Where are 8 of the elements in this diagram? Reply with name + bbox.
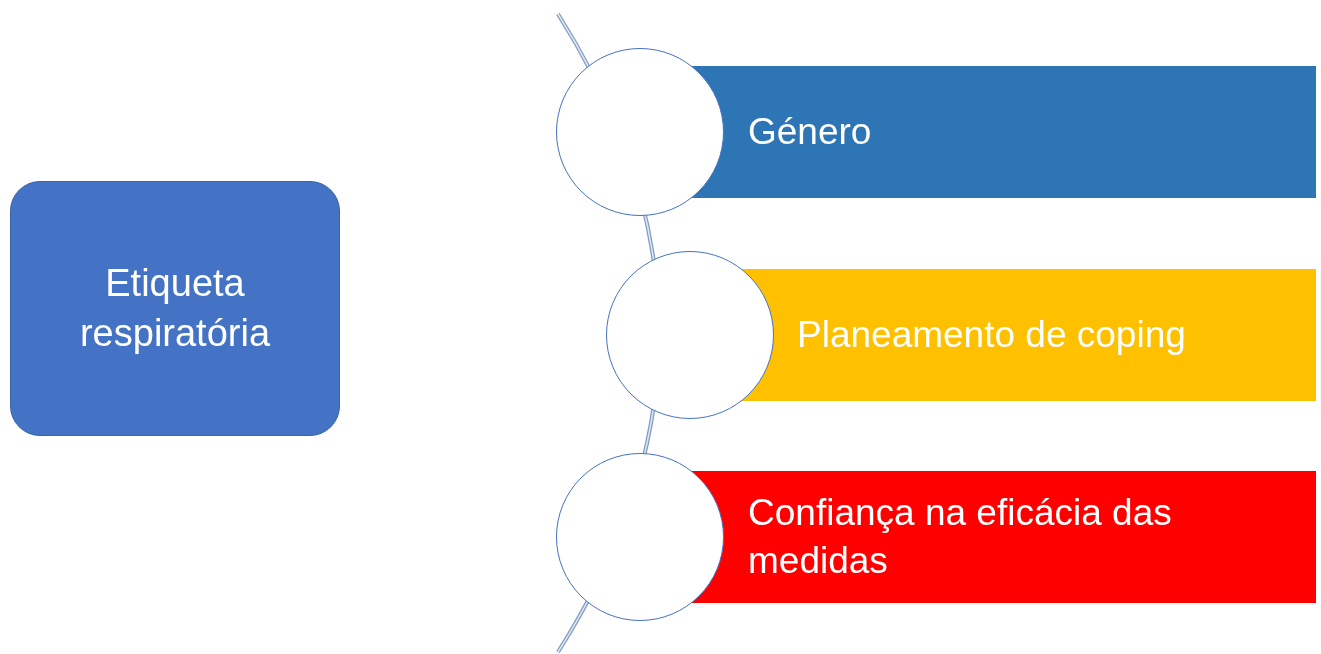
bar-label: Género [748,109,872,154]
bar [690,471,1316,603]
rounded-box [10,181,340,436]
box-label: Etiqueta respiratória [78,261,272,356]
bar-label: Confiança na eficácia das medidas [748,490,1173,583]
bar [740,269,1316,401]
bar [690,66,1316,198]
bar-label: Planeamento de coping [797,312,1186,357]
